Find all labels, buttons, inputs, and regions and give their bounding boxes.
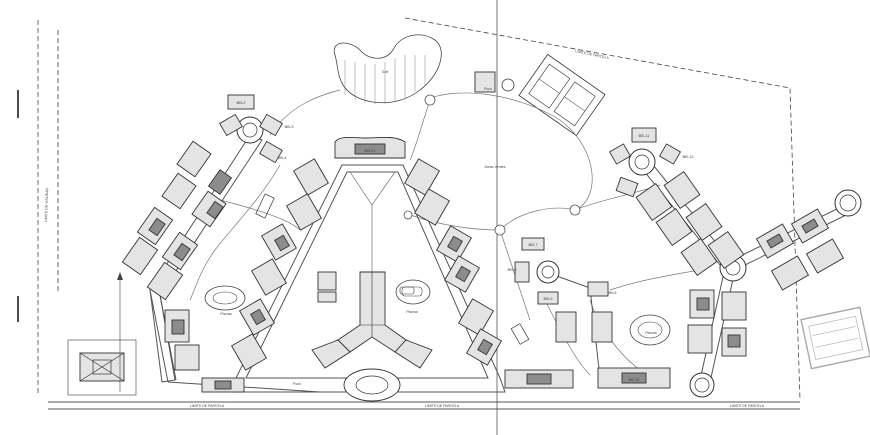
block-top-center: BB-01 bbox=[334, 136, 406, 159]
right-wing-blocks: BB-11 BB-12 bbox=[608, 127, 845, 357]
arrow-marker-icon bbox=[117, 272, 123, 280]
small-building-top bbox=[474, 71, 515, 93]
block-label-b10: BB-10 bbox=[628, 377, 640, 382]
pathways: Areas Verdes Pozo bbox=[189, 87, 701, 376]
stamp bbox=[800, 306, 870, 370]
left-wing-blocks: BB-2 BB-3 BB-4 bbox=[121, 94, 330, 393]
parcel-label-bottom-3: LIMITE DE PARCELA bbox=[730, 404, 765, 408]
car-icon bbox=[399, 286, 415, 295]
block-label-b11: BB-11 bbox=[639, 133, 651, 138]
parcel-label-bottom-2: LIMITE DE PARCELA bbox=[425, 404, 460, 408]
block-label-b04: BB-4 bbox=[278, 155, 288, 160]
pool-label-3: Piscina bbox=[645, 331, 656, 335]
green-area-label: Areas Verdes bbox=[484, 165, 505, 169]
entrance-building bbox=[67, 339, 137, 396]
block-label-b07: BB-7 bbox=[529, 242, 539, 247]
pools: Piscina Piscina Piscina bbox=[204, 279, 671, 346]
well-label-top: Pozo bbox=[484, 87, 492, 91]
block-label-b09: BB-9 bbox=[544, 296, 554, 301]
parcel-boundary: LIMITE DE VIALIDAD LIMITE DE PARCELA LIM… bbox=[17, 17, 801, 410]
block-label-b08: BB-8 bbox=[508, 267, 518, 272]
parcel-label-bottom-1: LIMITE DE PARCELA bbox=[190, 404, 225, 408]
pool-label-2: Piscina bbox=[406, 310, 417, 314]
block-label-b05: BB-5 bbox=[608, 290, 618, 295]
road-label-left: LIMITE DE VIALIDAD bbox=[44, 187, 49, 222]
parcel-label-top: LIMITE DE PARCELA bbox=[575, 49, 610, 60]
block-label-b03: BB-3 bbox=[285, 124, 295, 129]
roundabouts bbox=[236, 116, 862, 398]
triangle-right-blocks bbox=[403, 158, 503, 366]
pool-label-1: Piscina bbox=[220, 312, 231, 316]
tennis-courts bbox=[518, 53, 606, 137]
golf-label: Golf bbox=[382, 70, 388, 74]
block-label-b01: BB-01 bbox=[364, 148, 376, 153]
well-label-bottom: Pozo bbox=[293, 382, 301, 386]
clubhouse: Pozo bbox=[293, 271, 433, 402]
block-label-b02: BB-2 bbox=[237, 100, 247, 105]
golf-area: Golf bbox=[333, 34, 442, 104]
middle-right-blocks: BB-7 BB-8 BB-9 BB-5 BB-10 bbox=[504, 237, 671, 389]
block-label-b12: BB-12 bbox=[682, 154, 694, 159]
